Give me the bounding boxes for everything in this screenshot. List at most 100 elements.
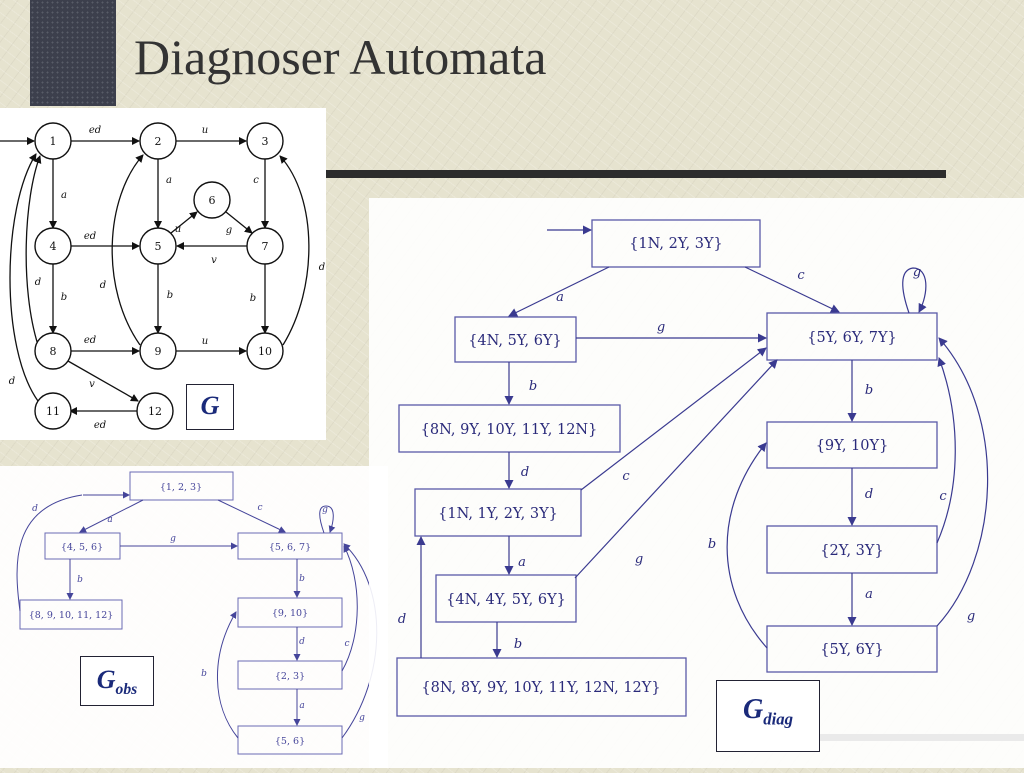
gdiag-state-label: {5Y, 6Y}: [820, 642, 883, 658]
g-edge-label: d: [100, 280, 106, 291]
gdiag-edge-label: b: [708, 537, 716, 552]
g-automaton-panel: 1 2 3 4 5 6 7 8 9 10 11 12 ed u a a c ed…: [0, 108, 326, 440]
gobs-state-label: {4, 5, 6}: [61, 542, 103, 553]
gdiag-edge-label: g: [635, 552, 643, 567]
gdiag-state-label: {8N, 9Y, 10Y, 11Y, 12N}: [421, 422, 598, 438]
gdiag-edge-label: a: [518, 555, 526, 570]
gdiag-state-label: {5Y, 6Y, 7Y}: [807, 330, 897, 346]
g-automaton-diagram: 1 2 3 4 5 6 7 8 9 10 11 12 ed u a a c ed…: [0, 122, 325, 431]
g-node-label: 4: [50, 240, 57, 253]
g-edge-label: ed: [84, 335, 96, 346]
g-node-label: 12: [148, 405, 162, 418]
gdiag-edge-label: d: [865, 487, 873, 502]
g-node-label: 1: [50, 135, 57, 148]
gobs-state: [237, 597, 343, 628]
g-node-6: [193, 181, 231, 219]
g-edge-label: g: [226, 225, 232, 236]
g-node-label: 8: [50, 345, 57, 358]
gobs-panel: {1, 2, 3} {4, 5, 6} {5, 6, 7} {8, 9, 10,…: [0, 466, 388, 768]
gdiag-state-label: {4N, 4Y, 5Y, 6Y}: [446, 592, 566, 608]
g-node-label: 7: [262, 240, 269, 253]
g-node-1: [34, 122, 72, 160]
gdiag-label: Gdiag: [716, 680, 820, 752]
gdiag-edge-label: g: [913, 265, 921, 280]
gobs-state: [237, 660, 343, 690]
gobs-state: [129, 471, 234, 501]
g-edge-label: u: [175, 224, 181, 235]
g-node-8: [34, 332, 72, 370]
gobs-edge-label: c: [344, 639, 349, 649]
gdiag-edge-label: g: [967, 609, 975, 624]
gobs-edge-label: g: [170, 534, 176, 544]
gdiag-edge-label: b: [514, 637, 522, 652]
g-node-2: [139, 122, 177, 160]
gobs-edge-label: b: [77, 575, 83, 585]
g-node-4: [34, 227, 72, 265]
gdiag-edge-label: a: [556, 290, 564, 305]
gdiag-edge-label: g: [657, 320, 665, 335]
gobs-state-label: {9, 10}: [272, 608, 308, 619]
gobs-edge-label: g: [359, 713, 365, 723]
g-edge-label: u: [202, 336, 208, 347]
gdiag-state-label: {2Y, 3Y}: [820, 543, 883, 559]
g-edge-label: b: [167, 290, 173, 301]
g-node-label: 9: [155, 345, 162, 358]
gdiag-state: [396, 657, 687, 717]
g-node-label: 2: [155, 135, 162, 148]
gdiag-state: [591, 219, 761, 268]
g-node-label: 5: [155, 240, 162, 253]
gobs-state-label: {8, 9, 10, 11, 12}: [29, 610, 114, 621]
gdiag-label-main: G: [742, 694, 764, 725]
g-edge-label: u: [202, 125, 208, 136]
g-node-9: [139, 332, 177, 370]
g-node-label: 11: [46, 405, 60, 418]
g-edge-label: ed: [84, 231, 96, 242]
divider-bar-top: [326, 170, 946, 178]
g-edge-label: a: [166, 175, 172, 186]
g-node-label: 6: [209, 194, 216, 207]
gobs-edge-label: b: [201, 669, 207, 679]
g-label: G: [186, 384, 234, 430]
gobs-edge-label: d: [299, 637, 305, 647]
gdiag-panel: {1N, 2Y, 3Y} {4N, 5Y, 6Y} {5Y, 6Y, 7Y} {…: [369, 198, 1024, 768]
g-node-12: [136, 392, 174, 430]
gdiag-edge-label: b: [865, 383, 873, 398]
gobs-edge-label: d: [32, 504, 38, 514]
g-node-7: [246, 227, 284, 265]
gdiag-state: [435, 574, 577, 623]
g-node-10: [246, 332, 284, 370]
gdiag-state-label: {1N, 1Y, 2Y, 3Y}: [438, 506, 558, 522]
gobs-label: Gobs: [80, 656, 154, 706]
g-edge-label: c: [253, 175, 259, 186]
decorative-block: [30, 0, 116, 106]
gdiag-diagram: {1N, 2Y, 3Y} {4N, 5Y, 6Y} {5Y, 6Y, 7Y} {…: [396, 219, 989, 717]
gobs-state-label: {2, 3}: [275, 671, 305, 682]
g-edge-label: ed: [89, 125, 101, 136]
gobs-state: [237, 532, 343, 560]
g-edge-label: d: [319, 262, 325, 273]
g-node-11: [34, 392, 72, 430]
gobs-diagram: {1, 2, 3} {4, 5, 6} {5, 6, 7} {8, 9, 10,…: [16, 471, 378, 755]
gobs-state-label: {5, 6, 7}: [269, 542, 311, 553]
g-node-label: 3: [262, 135, 269, 148]
g-edge-label: b: [250, 293, 256, 304]
gobs-state-label: {5, 6}: [275, 736, 305, 747]
gdiag-label-sub: diag: [763, 709, 794, 729]
gobs-edge-label: b: [299, 574, 305, 584]
gdiag-state-label: {1N, 2Y, 3Y}: [629, 236, 723, 252]
gdiag-edge-label: d: [521, 465, 529, 480]
gobs-state-label: {1, 2, 3}: [160, 482, 202, 493]
gdiag-edge-label: c: [797, 268, 805, 283]
g-edge-label: d: [35, 277, 41, 288]
gobs-edge-label: a: [299, 701, 304, 711]
gdiag-state-label: {8N, 8Y, 9Y, 10Y, 11Y, 12N, 12Y}: [421, 680, 660, 696]
g-edge-label: v: [89, 379, 95, 390]
gobs-label-sub: obs: [115, 681, 138, 699]
gdiag-edge-label: c: [939, 489, 947, 504]
g-edge-label: d: [9, 376, 15, 387]
g-edge-label: v: [211, 255, 217, 266]
g-label-text: G: [200, 391, 220, 420]
g-edge-label: a: [61, 190, 67, 201]
gdiag-edge-label: b: [529, 379, 537, 394]
g-node-label: 10: [258, 345, 272, 358]
